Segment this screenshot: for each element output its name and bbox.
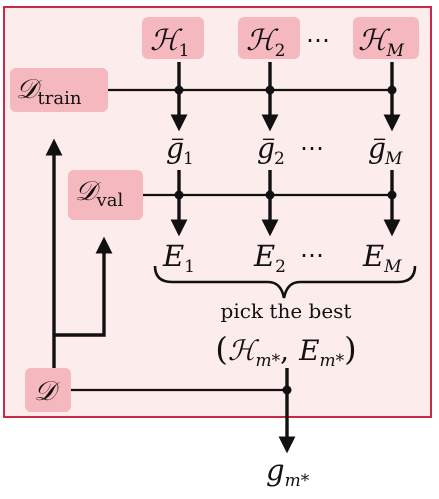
val-data-label: 𝒟val xyxy=(75,176,123,211)
error-label-1: E1 xyxy=(162,239,195,277)
pick-best-caption: pick the best xyxy=(221,299,352,323)
error-label-m: EM xyxy=(362,239,402,277)
g-minus-label-m: g−M xyxy=(368,129,403,169)
train-junction-dot-1 xyxy=(174,85,184,95)
hypothesis-chip-2 xyxy=(238,17,300,59)
hypothesis-chip-1 xyxy=(142,17,204,59)
val-junction-dot-m xyxy=(387,190,397,200)
hypothesis-dots: ⋯ xyxy=(306,26,330,54)
selected-pair: (ℋm*,Em*) xyxy=(215,330,356,371)
train-data-label: 𝒟train xyxy=(16,74,82,109)
val-data-chip xyxy=(68,170,143,220)
train-junction-dot-2 xyxy=(265,85,275,95)
error-dots: ⋯ xyxy=(300,241,324,269)
g-minus-dots: ⋯ xyxy=(300,134,324,162)
hypothesis-label-1: ℋ1 xyxy=(150,23,190,61)
hypothesis-chip-m xyxy=(353,17,419,59)
g-minus-label-2: g−2 xyxy=(257,129,285,169)
train-data-chip xyxy=(10,68,108,112)
val-junction-dot-2 xyxy=(265,190,275,200)
output-label: gm* xyxy=(266,453,310,491)
hypothesis-label-2: ℋ2 xyxy=(246,23,286,61)
val-junction-dot-1 xyxy=(174,190,184,200)
full-data-chip xyxy=(25,368,71,412)
hypothesis-label-m: ℋM xyxy=(358,23,405,61)
selection-brace xyxy=(153,265,417,299)
arrow-data-to-val xyxy=(54,236,113,337)
train-junction-dot-m xyxy=(387,85,397,95)
error-label-2: E2 xyxy=(253,239,286,277)
g-minus-label-1: g−1 xyxy=(166,129,194,169)
